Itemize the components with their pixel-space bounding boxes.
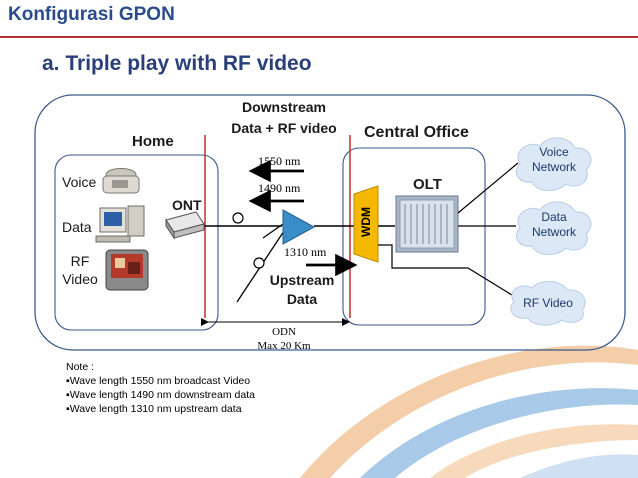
fiber-wdm-to-rf	[378, 244, 521, 301]
odn-distance: Max 20 Km	[257, 340, 311, 352]
wavelength-1490: 1490 nm	[258, 181, 301, 195]
olt-rack	[395, 195, 459, 253]
outer-frame	[34, 94, 626, 351]
connector-2	[253, 257, 265, 269]
voice-label: Voice	[62, 174, 97, 190]
home-label: Home	[132, 133, 174, 150]
home-box	[54, 154, 219, 331]
odn-label: ODN	[272, 326, 296, 338]
note-item: ▪Wave length 1550 nm broadcast Video	[66, 375, 251, 387]
central-office-box	[342, 147, 486, 326]
wdm-label: WDM	[359, 207, 373, 237]
computer-device	[95, 205, 145, 243]
wavelength-1310: 1310 nm	[284, 245, 327, 259]
page-title: Konfigurasi GPON	[8, 4, 175, 25]
downstream-sublabel: Data + RF video	[231, 120, 337, 136]
ont-label: ONT	[172, 197, 202, 213]
note-heading: Note :	[66, 361, 95, 373]
connector-1	[232, 212, 244, 224]
telephone-device	[102, 168, 140, 194]
link-olt-voice	[457, 162, 519, 214]
olt-label: OLT	[413, 176, 442, 193]
rf-video-label: Video	[62, 271, 98, 287]
wavelength-1550: 1550 nm	[258, 154, 301, 168]
central-office-label: Central Office	[364, 124, 469, 141]
voice-network-cloud	[516, 137, 592, 191]
downstream-label: Downstream	[241, 99, 327, 115]
data-network-cloud	[516, 201, 592, 255]
note-block: Note : ▪Wave length 1550 nm broadcast Vi…	[66, 360, 255, 416]
data-label: Data	[62, 219, 92, 235]
note-item: ▪Wave length 1310 nm upstream data	[66, 403, 242, 415]
page-subtitle: a. Triple play with RF video	[42, 52, 312, 75]
upstream-label: Upstream	[269, 272, 335, 288]
note-item: ▪Wave length 1490 nm downstream data	[66, 389, 255, 401]
title-divider	[0, 36, 638, 38]
tv-device	[105, 249, 149, 291]
rf-video-cloud	[510, 281, 586, 326]
fiber-splitter-branch-up	[262, 223, 284, 239]
splitter-triangle	[282, 209, 316, 245]
ont-device	[165, 211, 205, 240]
rf-label: RF	[70, 253, 90, 269]
wdm-block	[353, 185, 379, 263]
rf-video-network-label: RF Video	[523, 296, 573, 310]
upstream-sublabel: Data	[286, 291, 318, 307]
